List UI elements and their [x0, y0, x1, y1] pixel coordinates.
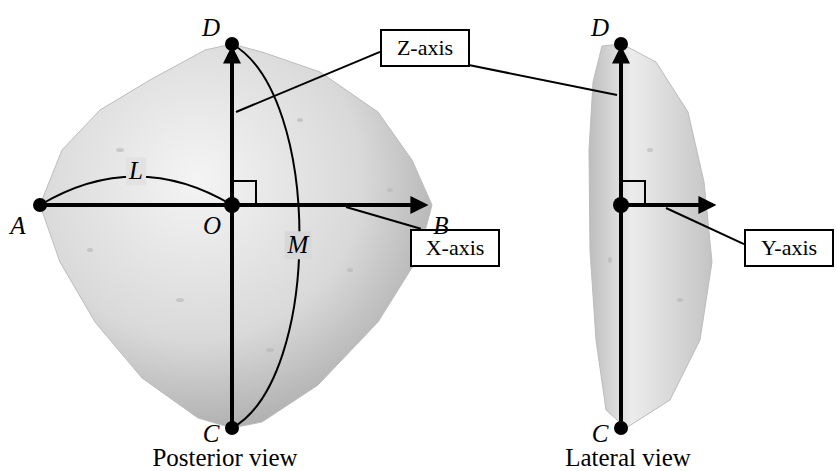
leader-line	[666, 208, 744, 244]
view-caption: Lateral view	[565, 444, 691, 471]
point-label: C	[592, 420, 609, 448]
leader-line	[470, 65, 617, 95]
point-label: M	[285, 231, 312, 259]
point-label: O	[203, 212, 221, 240]
leader-lines	[236, 52, 744, 244]
point-dots	[33, 37, 240, 435]
leader-line	[236, 52, 380, 112]
axis-name: Y-axis	[758, 235, 820, 261]
axis-name: X-axis	[424, 235, 486, 261]
bone-posterior	[40, 44, 432, 428]
point-label: A	[10, 212, 25, 240]
z-axis-line-lateral	[619, 60, 623, 428]
point-label: D	[202, 14, 220, 42]
point-dots-lateral	[613, 37, 629, 435]
point-label: D	[591, 14, 609, 42]
view-caption: Posterior view	[152, 444, 297, 471]
axis-name: Z-axis	[394, 35, 456, 61]
surface-texture	[87, 118, 683, 352]
point-label: B	[433, 212, 448, 240]
leader-line	[346, 207, 421, 229]
axis-callout-box: Y-axis	[744, 229, 834, 267]
y-axis-line	[621, 203, 702, 207]
point-label: L	[126, 157, 146, 185]
bone-lateral	[589, 44, 712, 428]
z-axis-line	[230, 60, 234, 428]
axis-callout-box: X-axis	[410, 229, 500, 267]
axis-callout-box: Z-axis	[380, 29, 470, 67]
point-label: C	[203, 420, 220, 448]
